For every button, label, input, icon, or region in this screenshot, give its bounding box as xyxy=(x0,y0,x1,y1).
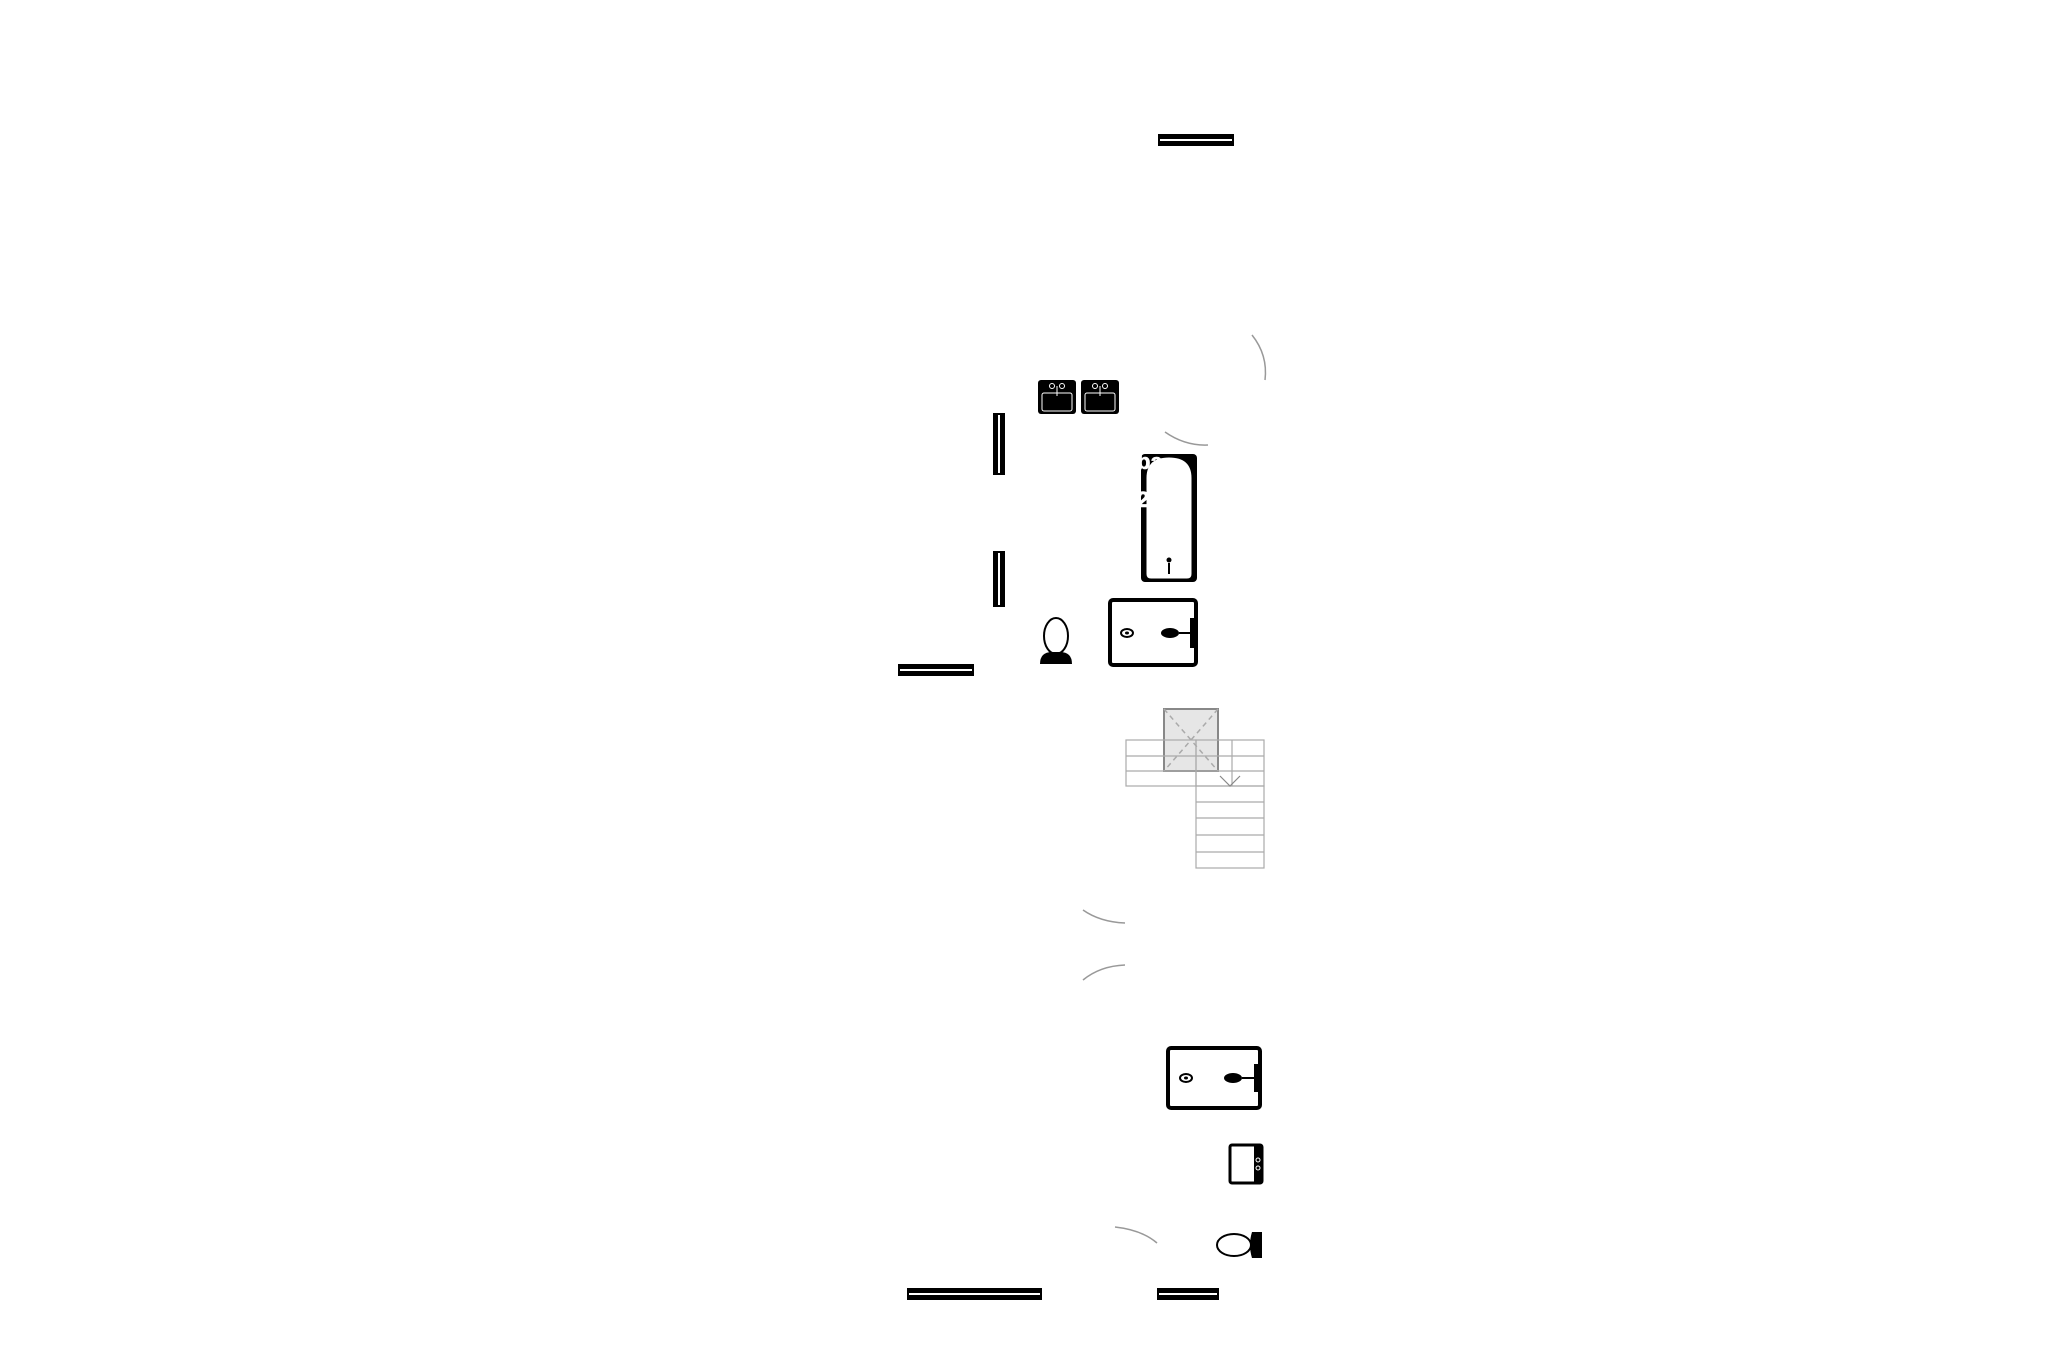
door-swing-icon xyxy=(1164,431,1209,446)
sink-icon xyxy=(1038,380,1076,414)
door-swing-icon xyxy=(1082,909,1126,924)
shower-tray-icon xyxy=(1108,598,1198,667)
door-swing-icon xyxy=(1082,964,1126,981)
bathroom-label-fragment: ba xyxy=(1137,449,1163,474)
toilet-icon xyxy=(1040,617,1072,664)
door-swing-icon xyxy=(1114,1226,1158,1244)
walls xyxy=(898,134,1234,1300)
staircase-icon xyxy=(1125,739,1265,869)
sink-icon xyxy=(1228,1143,1264,1185)
door-swing-icon xyxy=(1251,334,1267,381)
shower-tray-icon xyxy=(1166,1046,1262,1110)
bathtub-icon xyxy=(1141,454,1197,582)
bathroom-dimension-fragment: 2m xyxy=(1137,487,1169,512)
bathroom-area-fragment: m² xyxy=(1147,469,1160,480)
door-swings xyxy=(1082,334,1267,1244)
sink-icon xyxy=(1081,380,1119,414)
toilet-icon xyxy=(1216,1232,1262,1258)
